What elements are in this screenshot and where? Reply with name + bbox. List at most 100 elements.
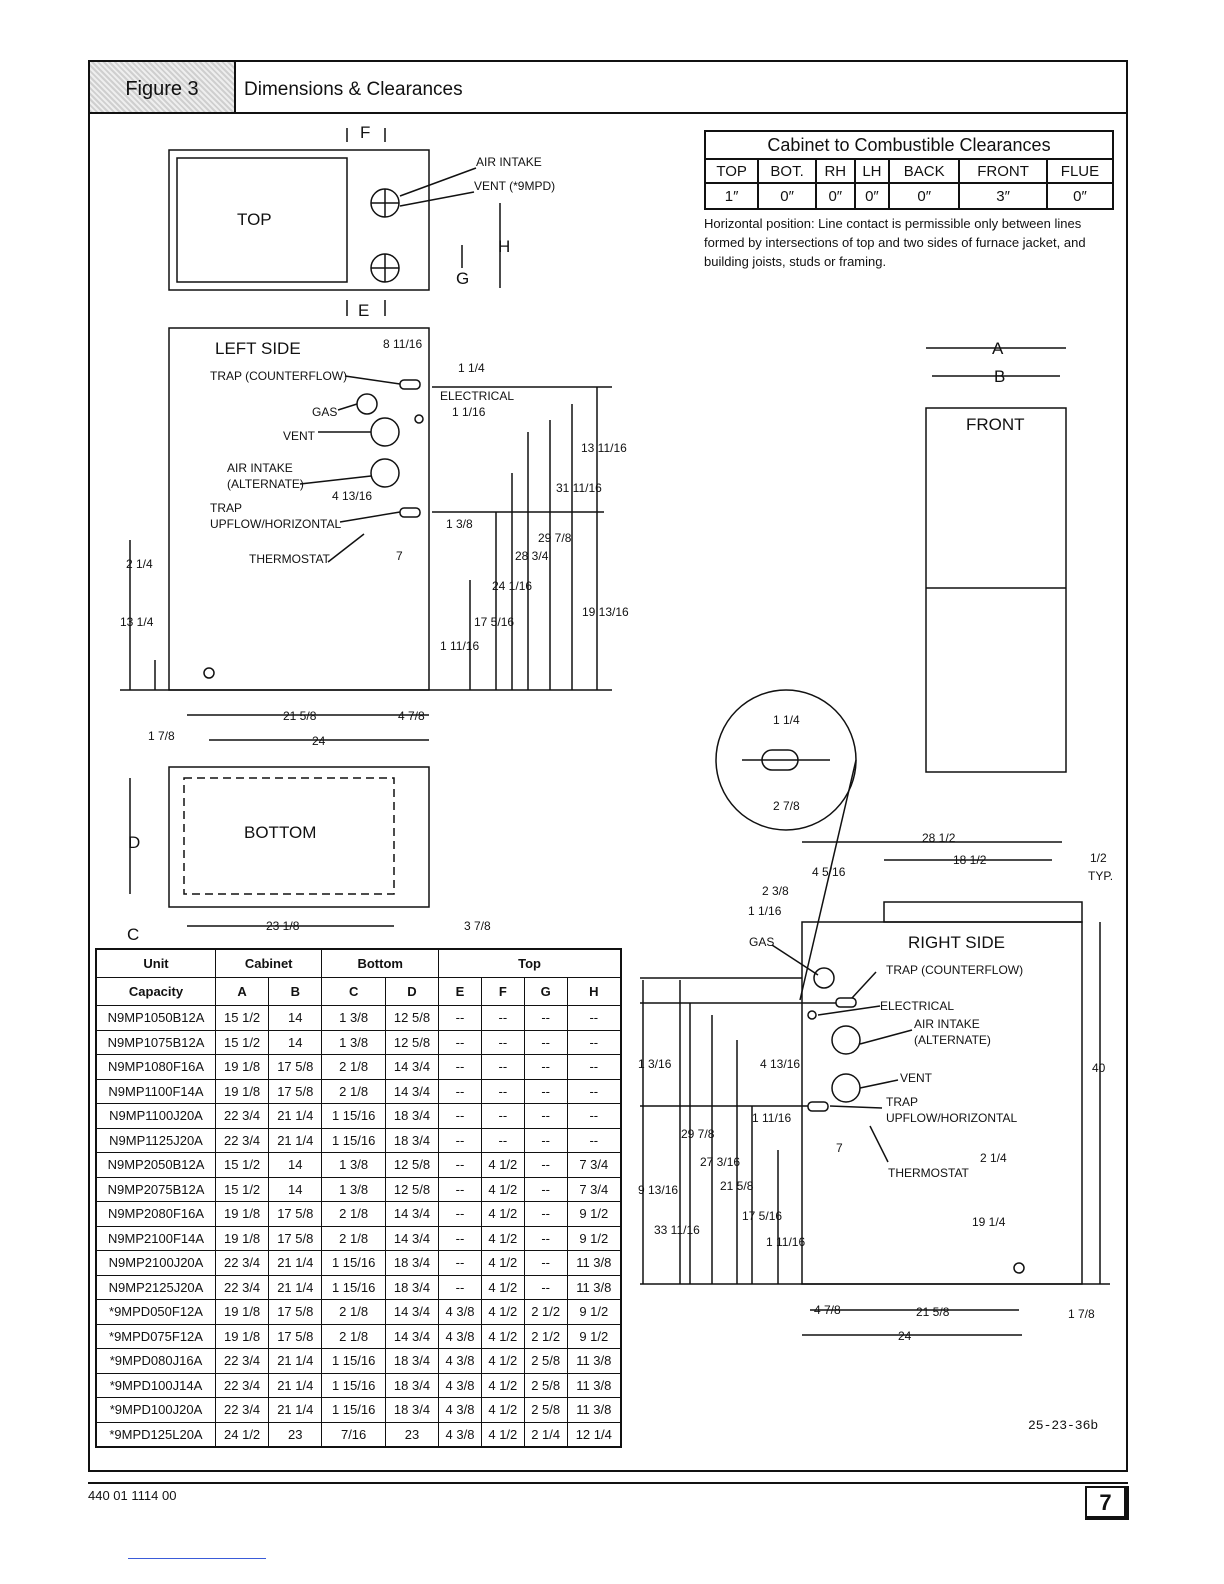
dimension-cell: 15 1/2 [214, 1005, 270, 1031]
dimension-cell: 14 3/4 [384, 1054, 440, 1080]
dimension-cell: 14 3/4 [384, 1078, 440, 1104]
drawing-label: TYP. [1088, 869, 1113, 883]
dimension-cell: 17 5/8 [268, 1323, 323, 1349]
clearance-value: 1″ [703, 182, 760, 210]
unit-capacity-cell: N9MP2125J20A [95, 1274, 216, 1300]
dimension-cell: 21 1/4 [268, 1372, 323, 1398]
drawing-label: 1/2 [1090, 851, 1107, 865]
dimension-cell: 11 3/8 [566, 1274, 622, 1300]
dimension-cell: 21 1/4 [268, 1103, 323, 1129]
right-vent-hole [831, 1073, 861, 1103]
drawing-label: THERMOSTAT [888, 1166, 970, 1180]
dimension-cell: -- [480, 1078, 525, 1104]
drawing-label: VENT [900, 1071, 933, 1085]
footer-rule [88, 1482, 1128, 1484]
dimension-cell: 23 [384, 1421, 440, 1448]
drawing-label: 17 5/16 [742, 1209, 782, 1223]
dimension-cell: -- [566, 1054, 622, 1080]
drawing-label: 13 11/16 [581, 441, 627, 455]
drawing-label: (ALTERNATE) [227, 477, 304, 491]
dimension-cell: 7/16 [321, 1421, 386, 1448]
drawing-label: B [994, 367, 1005, 386]
unit-capacity-cell: *9MPD100J14A [95, 1372, 216, 1398]
dimension-cell: 14 3/4 [384, 1201, 440, 1227]
drawing-label: 24 [312, 734, 326, 748]
dimension-cell: -- [523, 1103, 568, 1129]
dimension-cell: 11 3/8 [566, 1250, 622, 1276]
drawing-label: 2 7/8 [773, 799, 800, 813]
drawing-label: 29 7/8 [538, 531, 572, 545]
drawing-label: ELECTRICAL [880, 999, 954, 1013]
dimension-cell: 24 1/2 [214, 1421, 270, 1448]
clearance-col-header: LH [853, 158, 891, 184]
dimension-cell: 17 5/8 [268, 1225, 323, 1251]
dimension-cell: 17 5/8 [268, 1054, 323, 1080]
dimension-cell: 9 1/2 [566, 1299, 622, 1325]
drawing-label: 1 1/16 [748, 904, 782, 918]
drawing-label: 7 [836, 1141, 843, 1155]
dimension-cell: 18 3/4 [384, 1397, 440, 1423]
right-electrical-hole [807, 1010, 817, 1020]
dimension-cell: 4 1/2 [480, 1323, 525, 1349]
dimension-cell: -- [438, 1005, 482, 1031]
page-number: 7 [1085, 1486, 1129, 1520]
dimension-cell: 2 1/8 [321, 1225, 386, 1251]
drawing-label: 1 1/16 [452, 405, 486, 419]
drawing-label: 3 7/8 [464, 919, 491, 933]
group-header-bottom: Bottom [321, 948, 440, 978]
dimension-cell: 12 5/8 [384, 1029, 440, 1055]
dimension-cell: 4 1/2 [480, 1299, 525, 1325]
clearance-col-header: BACK [888, 158, 961, 184]
drawing-label: 8 11/16 [383, 337, 422, 351]
unit-capacity-cell: N9MP2100J20A [95, 1250, 216, 1276]
sub-header-cell: C [321, 977, 386, 1006]
dimension-cell: 4 3/8 [438, 1299, 482, 1325]
dimension-cell: 4 1/2 [480, 1372, 525, 1398]
dimension-cell: 11 3/8 [566, 1397, 622, 1423]
drawing-label: C [127, 925, 139, 944]
drawing-label: 2 1/4 [980, 1151, 1007, 1165]
right-trap-counterflow [835, 997, 857, 1008]
dimension-cell: -- [438, 1201, 482, 1227]
dimension-cell: 4 3/8 [438, 1372, 482, 1398]
drawing-label: RIGHT SIDE [908, 933, 1005, 952]
dimension-cell: 7 3/4 [566, 1176, 622, 1202]
dimension-cell: -- [523, 1176, 568, 1202]
dimension-cell: -- [566, 1029, 622, 1055]
dimension-cell: 4 1/2 [480, 1421, 525, 1448]
clearance-col-header: RH [814, 158, 856, 184]
clearance-value: 0″ [853, 182, 891, 210]
drawing-label: 19 13/16 [582, 605, 629, 619]
top-view-panel [176, 157, 348, 283]
dimension-cell: 1 3/8 [321, 1152, 386, 1178]
dimension-cell: 21 1/4 [268, 1250, 323, 1276]
drawing-label: 24 [898, 1329, 912, 1343]
sub-header-cell: G [523, 977, 568, 1006]
dimension-cell: 14 3/4 [384, 1323, 440, 1349]
dimension-cell: 22 3/4 [214, 1103, 270, 1129]
drawing-label: 2 1/4 [126, 557, 153, 571]
dimension-cell: 2 1/2 [523, 1299, 568, 1325]
drawing-label: VENT [283, 429, 316, 443]
unit-capacity-cell: N9MP1050B12A [95, 1005, 216, 1031]
drawing-label: 23 1/8 [266, 919, 300, 933]
drawing-label: 19 1/4 [972, 1215, 1006, 1229]
unit-capacity-cell: N9MP2080F16A [95, 1201, 216, 1227]
right-air-intake-hole [831, 1025, 861, 1055]
dimension-cell: 14 [268, 1029, 323, 1055]
dimension-cell: 19 1/8 [214, 1054, 270, 1080]
unit-capacity-cell: N9MP1080F16A [95, 1054, 216, 1080]
dimension-cell: 14 3/4 [384, 1225, 440, 1251]
drawing-label: AIR INTAKE [476, 155, 542, 169]
drawing-label: 21 5/8 [916, 1305, 950, 1319]
dimension-cell: 19 1/8 [214, 1201, 270, 1227]
drawing-label: TRAP [210, 501, 242, 515]
left-gas-hole [356, 393, 378, 415]
document-number: 440 01 1114 00 [88, 1488, 177, 1503]
